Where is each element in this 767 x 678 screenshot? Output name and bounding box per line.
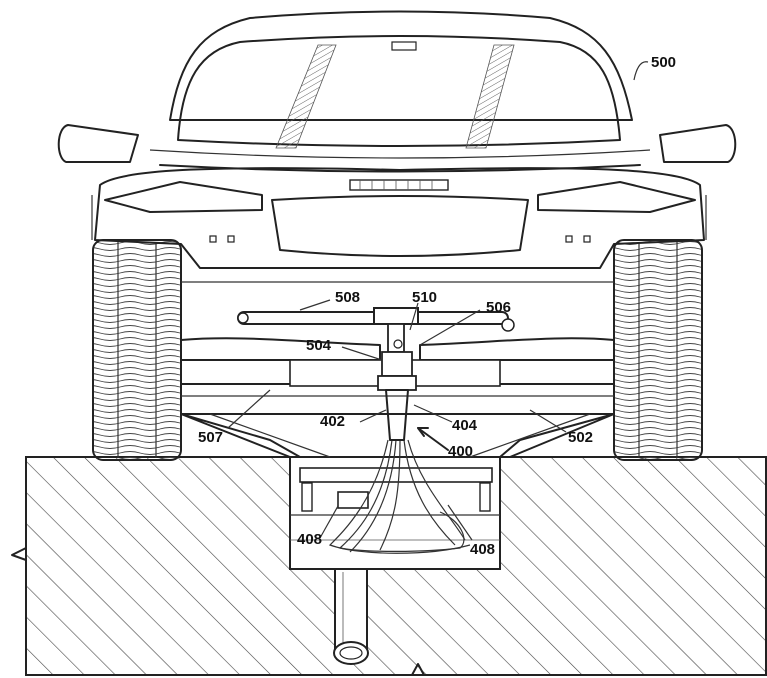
left-tire [92,239,182,461]
charging-connector [373,307,419,441]
label-508: 508 [335,289,360,306]
label-500: 500 [651,54,676,71]
label-404: 404 [452,417,478,434]
label-502: 502 [568,429,593,446]
label-504: 504 [306,337,332,354]
label-506: 506 [486,299,511,316]
label-400: 400 [448,443,473,460]
cable-bundle [328,439,471,554]
vehicle-body [57,10,737,269]
label-402: 402 [320,413,345,430]
label-408-right: 408 [470,541,495,558]
charging-pit [289,456,501,570]
right-tire [613,239,703,461]
label-408-left: 408 [297,531,322,548]
label-507: 507 [198,429,223,446]
drain-pipe [333,568,369,665]
leader-lines [227,61,649,541]
label-510: 510 [412,289,437,306]
reference-numerals: 500 508 510 506 504 507 402 404 502 400 … [198,54,676,558]
